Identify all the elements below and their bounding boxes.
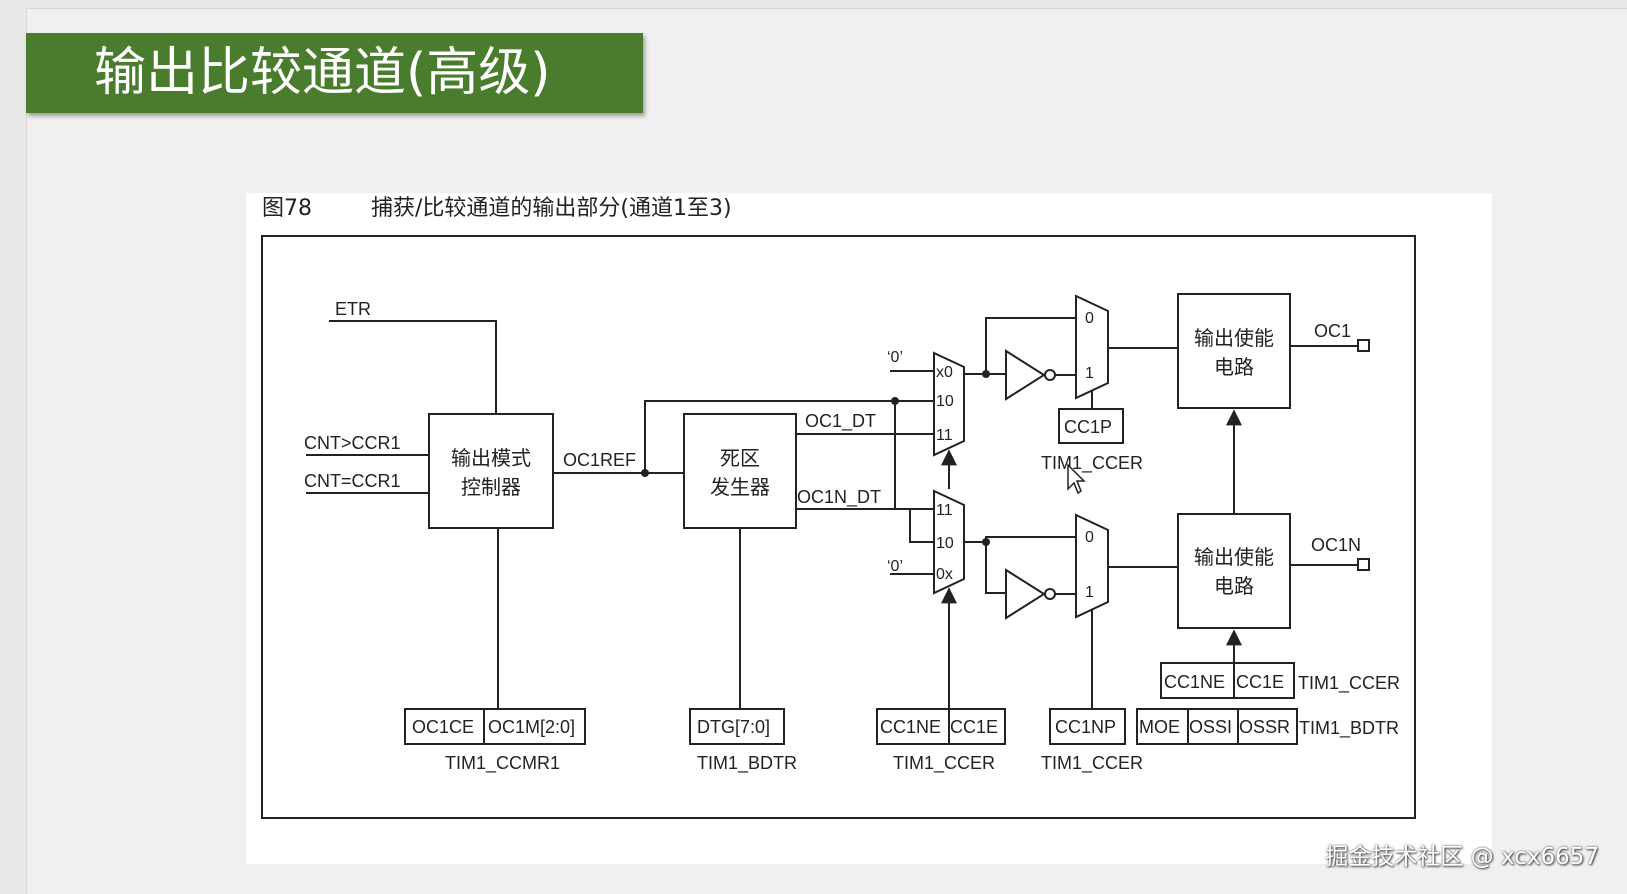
mux-top xyxy=(933,351,965,457)
etr-label: ETR xyxy=(335,299,371,319)
diagram-frame xyxy=(261,235,1416,819)
oc1n-pin xyxy=(1357,558,1370,571)
oc1-pin xyxy=(1357,339,1370,352)
polarity-mux-top xyxy=(1075,294,1109,400)
figure-panel: 图78 捕获/比较通道的输出部分(通道1至3) xyxy=(246,193,1492,864)
cc1p-field: CC1P xyxy=(1064,417,1112,437)
bdtr-enable-name: TIM1_BDTR xyxy=(1299,718,1399,739)
mux-bottom-in0: 11 xyxy=(936,502,953,519)
junction-bottom-path xyxy=(982,538,990,546)
junction-top-path xyxy=(982,370,990,378)
oc1n-label: OC1N xyxy=(1311,535,1361,555)
dead-time-block xyxy=(683,413,797,529)
ccmr1-field-1: OC1M[2:0] xyxy=(488,717,575,737)
mode-controller-block xyxy=(428,413,554,529)
oc1-label: OC1 xyxy=(1314,321,1351,341)
bdtr-enable-field-2: OSSR xyxy=(1239,717,1290,737)
ccmr1-name: TIM1_CCMR1 xyxy=(445,753,560,774)
sel-bottom-in0: 0 xyxy=(1085,529,1094,546)
oc1ndt-label: OC1N_DT xyxy=(797,487,881,508)
bottom-inv-in-wire xyxy=(985,542,1006,594)
cc1np-box xyxy=(1049,708,1126,745)
cc1p-name: TIM1_CCER xyxy=(1041,453,1143,474)
ccer-enable-field-1: CC1E xyxy=(1236,672,1284,692)
mux-top-in1: 10 xyxy=(936,393,954,410)
polarity-mux-bottom xyxy=(1075,513,1109,619)
slide-title: 输出比较通道(高级) xyxy=(94,43,551,103)
enable-bottom-label-1: 输出使能 xyxy=(1194,545,1274,569)
junction-oc1ref xyxy=(641,469,649,477)
ccmr1-box xyxy=(404,708,586,745)
dead-time-label-2: 发生器 xyxy=(710,475,770,499)
sel-bottom-in1: 1 xyxy=(1085,584,1094,601)
ccer-mux-box xyxy=(876,708,1006,745)
bdtr-enable-field-1: OSSI xyxy=(1189,717,1232,737)
dead-time-label-1: 死区 xyxy=(720,446,760,470)
figure-caption: 捕获/比较通道的输出部分(通道1至3) xyxy=(371,196,732,221)
ccer-mux-field-0: CC1NE xyxy=(880,717,941,737)
mux-top-in0: x0 xyxy=(936,364,953,381)
mode-controller-label-1: 输出模式 xyxy=(451,446,531,470)
inverter-top-bubble xyxy=(1044,369,1056,381)
dtg-name: TIM1_BDTR xyxy=(697,753,797,774)
ccer-mux-name: TIM1_CCER xyxy=(893,753,995,774)
watermark: 掘金技术社区 @ xcx6657 xyxy=(1325,844,1599,870)
oc1ref-label: OC1REF xyxy=(563,450,636,470)
ccer-enable-name: TIM1_CCER xyxy=(1298,673,1400,694)
enable-top-label-2: 电路 xyxy=(1214,355,1254,379)
oc1ref-bypass-wire xyxy=(644,400,895,473)
circuit-diagram: 图78 捕获/比较通道的输出部分(通道1至3) xyxy=(261,196,1416,819)
dtg-field: DTG[7:0] xyxy=(697,717,770,737)
enable-block-top xyxy=(1177,293,1291,409)
cc1np-field: CC1NP xyxy=(1055,717,1116,737)
cc1np-name: TIM1_CCER xyxy=(1041,753,1143,774)
dtg-box xyxy=(689,708,785,745)
enable-block-bottom xyxy=(1177,513,1291,629)
ccer-mux-field-1: CC1E xyxy=(950,717,998,737)
title-banner: 输出比较通道(高级) xyxy=(26,33,643,113)
inverter-bottom-bubble xyxy=(1044,588,1056,600)
bdtr-enable-field-0: MOE xyxy=(1139,717,1180,737)
oc1ndt-route-wire xyxy=(909,509,934,543)
cc1p-box xyxy=(1058,408,1124,444)
top-direct-wire xyxy=(985,317,1076,374)
sel-top-in1: 1 xyxy=(1085,365,1094,382)
ccer-enable-field-0: CC1NE xyxy=(1164,672,1225,692)
etr-wire xyxy=(329,320,497,414)
mux-bottom-in2: 0x xyxy=(936,566,953,583)
mux-top-in2: 11 xyxy=(936,427,953,444)
figure-number: 图78 xyxy=(262,196,312,221)
bottom-direct-wire xyxy=(985,536,1076,542)
cnt-eq-label: CNT=CCR1 xyxy=(304,471,401,491)
zero-bottom-label: ‘0’ xyxy=(887,558,903,575)
sel-top-in0: 0 xyxy=(1085,310,1094,327)
mouse-cursor-icon xyxy=(1067,463,1086,495)
enable-top-label-1: 输出使能 xyxy=(1194,326,1274,350)
bdtr-enable-box xyxy=(1136,708,1298,745)
ccmr1-field-0: OC1CE xyxy=(412,717,474,737)
inverter-bottom xyxy=(1005,568,1046,620)
mode-controller-label-2: 控制器 xyxy=(461,475,521,499)
zero-top-label: ‘0’ xyxy=(887,349,903,366)
oc1ref-mux-bottom-wire xyxy=(894,401,934,510)
junction-oc1ref-mux xyxy=(891,397,899,405)
ccer-enable-box xyxy=(1160,662,1295,699)
cnt-gt-label: CNT>CCR1 xyxy=(304,433,401,453)
oc1dt-label: OC1_DT xyxy=(805,411,876,432)
mux-bottom-in1: 10 xyxy=(936,535,954,552)
enable-bottom-label-2: 电路 xyxy=(1214,574,1254,598)
mux-bottom xyxy=(933,489,965,595)
inverter-top xyxy=(1005,349,1046,401)
